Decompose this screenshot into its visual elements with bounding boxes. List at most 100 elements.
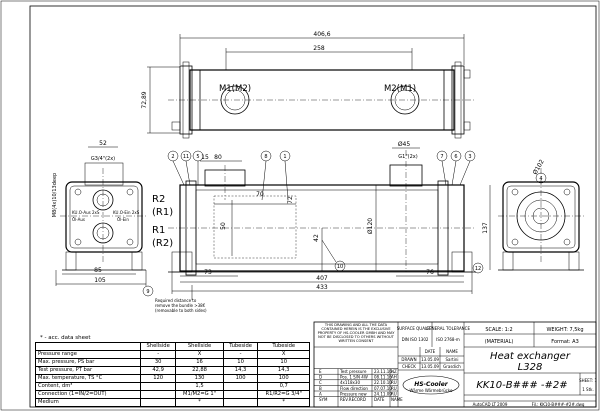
scale: SCALE: 1:2 xyxy=(485,327,512,333)
drawn-date: 13.05.09 xyxy=(421,357,439,362)
general-tolerance: GENERAL TOLERANCE xyxy=(426,326,470,331)
label-oel-in: Öl-Ein xyxy=(117,217,129,222)
footnote: * - acc. data sheet xyxy=(40,335,91,341)
datasheet-cell: 100 xyxy=(257,374,310,383)
balloon-11: 11 xyxy=(183,154,189,160)
datasheet-cell: * xyxy=(175,398,224,407)
port-r2: R2 xyxy=(152,194,165,205)
datasheet-header: Tubeside xyxy=(257,342,310,351)
dim-top-overall: 406,6 xyxy=(313,31,330,38)
revision-cell: REV.RECORD xyxy=(340,397,366,402)
port-m1: M1(M2) xyxy=(219,84,251,94)
label-kc-out: KU.O-Aus 2xS xyxy=(72,210,100,215)
front-view: 2 11 5 8 1 7 6 3 15 80 Ø45 G1"(2x) xyxy=(152,141,484,313)
dim-front-g1: G1"(2x) xyxy=(398,154,417,160)
datasheet-cell: X xyxy=(175,350,224,359)
revision-cell: 08.11.16 xyxy=(374,375,392,380)
datasheet-cell: 10 xyxy=(222,358,259,367)
dim-front-76: 76 xyxy=(426,269,434,276)
revision-cell: D xyxy=(319,375,322,380)
datasheet-cell: 130 xyxy=(175,374,224,383)
port-r2p: (R2) xyxy=(152,238,173,249)
balloon-2: 2 xyxy=(171,154,174,160)
revision-cell: Flow direction xyxy=(340,386,368,391)
datasheet-row-label: Max. temperature, TS °C xyxy=(35,374,141,383)
title-block: THIS DRAWING AND ALL THE DATA CONTAINED … xyxy=(313,321,597,408)
dim-front-73: 73 xyxy=(204,269,212,276)
revision-cell: C xyxy=(319,380,322,385)
title-line2: L328 xyxy=(518,362,543,373)
datasheet-cell xyxy=(222,390,259,399)
dim-front-72: 72 xyxy=(287,196,294,204)
datasheet-header-row: Shellside Shellside Tubeside Tubeside xyxy=(35,342,310,351)
dim-front-d120: Ø120 xyxy=(367,218,374,234)
copyright-note: THIS DRAWING AND ALL THE DATA CONTAINED … xyxy=(317,323,395,343)
name-label: NAME xyxy=(446,349,458,354)
datasheet-cell: - xyxy=(222,350,259,359)
label-kc-in: KU.O-Ein 2xS xyxy=(113,210,140,215)
revision-cell: Pos. 1 S/N 4W xyxy=(340,375,368,380)
datasheet-row-label: Pressure range xyxy=(35,350,141,359)
revision-cell: A xyxy=(319,391,322,396)
dim-front-45: Ø45 xyxy=(398,141,411,148)
dim-left-g34: G3/4"(2x) xyxy=(91,156,115,162)
check-date: 13.05.09 xyxy=(421,364,439,369)
revision-cell: RU xyxy=(391,391,397,396)
port-m2: M2(M1) xyxy=(384,84,416,94)
datasheet-cell: 42,9 xyxy=(139,366,177,375)
revision-cell: E xyxy=(319,369,322,374)
balloon-8: 8 xyxy=(264,154,267,160)
balloon-12: 12 xyxy=(475,266,481,272)
datasheet-row: Medium * * xyxy=(35,398,310,407)
format: Format: A3 xyxy=(551,339,579,345)
datasheet-cell: 14,3 xyxy=(257,366,310,375)
datasheet-header: Tubeside xyxy=(222,342,259,351)
material: (MATERIAL) xyxy=(485,339,514,345)
revision-cell: NAME xyxy=(391,397,403,402)
datasheet-cell xyxy=(139,382,177,391)
datasheet-row: Content, dm³ 1,5 0,7 xyxy=(35,382,310,391)
revision-cell: 24.11.09 xyxy=(374,391,392,396)
dim-front-80: 80 xyxy=(214,154,222,161)
dim-front-50: 50 xyxy=(220,222,227,230)
software: AutoCAD LT 2009 xyxy=(473,402,508,407)
balloon-6: 6 xyxy=(454,154,457,160)
datasheet-cell: X xyxy=(257,350,310,359)
datasheet-cell: 14,3 xyxy=(222,366,259,375)
datasheet-cell: 1,5 xyxy=(175,382,224,391)
dim-front-15: 15 xyxy=(201,154,209,161)
dim-left-85: 85 xyxy=(94,267,102,274)
tolerance-std: ISO 2768-m xyxy=(436,337,460,342)
datasheet-header xyxy=(35,342,141,351)
datasheet-cell: * xyxy=(257,398,310,407)
revision-cell: NZ xyxy=(391,369,397,374)
balloon-3: 3 xyxy=(468,154,471,160)
datasheet-cell: 100 xyxy=(222,374,259,383)
dim-top-height: 72,89 xyxy=(141,91,148,108)
dim-right-137: 137 xyxy=(482,222,489,234)
datasheet-cell xyxy=(139,398,177,407)
revision-cell: DATE xyxy=(374,397,385,402)
file-name: Fil.: KK10-B###-#2#.dwg xyxy=(532,402,585,407)
datasheet-cell xyxy=(222,382,259,391)
datasheet-row: Connection (1=IN/2=OUT)M1/M2=G 1"R1/R2=G… xyxy=(35,390,310,399)
datasheet-cell: 30 xyxy=(139,358,177,367)
datasheet-row-label: Connection (1=IN/2=OUT) xyxy=(35,390,141,399)
dim-front-42: 42 xyxy=(313,234,320,242)
datasheet-cell xyxy=(139,390,177,399)
datasheet-row-label: Content, dm³ xyxy=(35,382,141,391)
check-name: Grasdich xyxy=(443,364,461,369)
datasheet-row-label: Medium xyxy=(35,398,141,407)
port-r1: R1 xyxy=(152,225,165,236)
sheet-count: 1 Stk. xyxy=(582,387,594,392)
revision-cell: 23.11.16 xyxy=(374,369,392,374)
dim-top-inner: 258 xyxy=(313,45,325,52)
datasheet-cell: 0,7 xyxy=(257,382,310,391)
balloon-10: 10 xyxy=(337,264,343,270)
sheet-label: SHEET: 1 xyxy=(579,378,597,383)
balloon-9: 9 xyxy=(146,289,149,295)
revision-cell: B xyxy=(319,386,322,391)
